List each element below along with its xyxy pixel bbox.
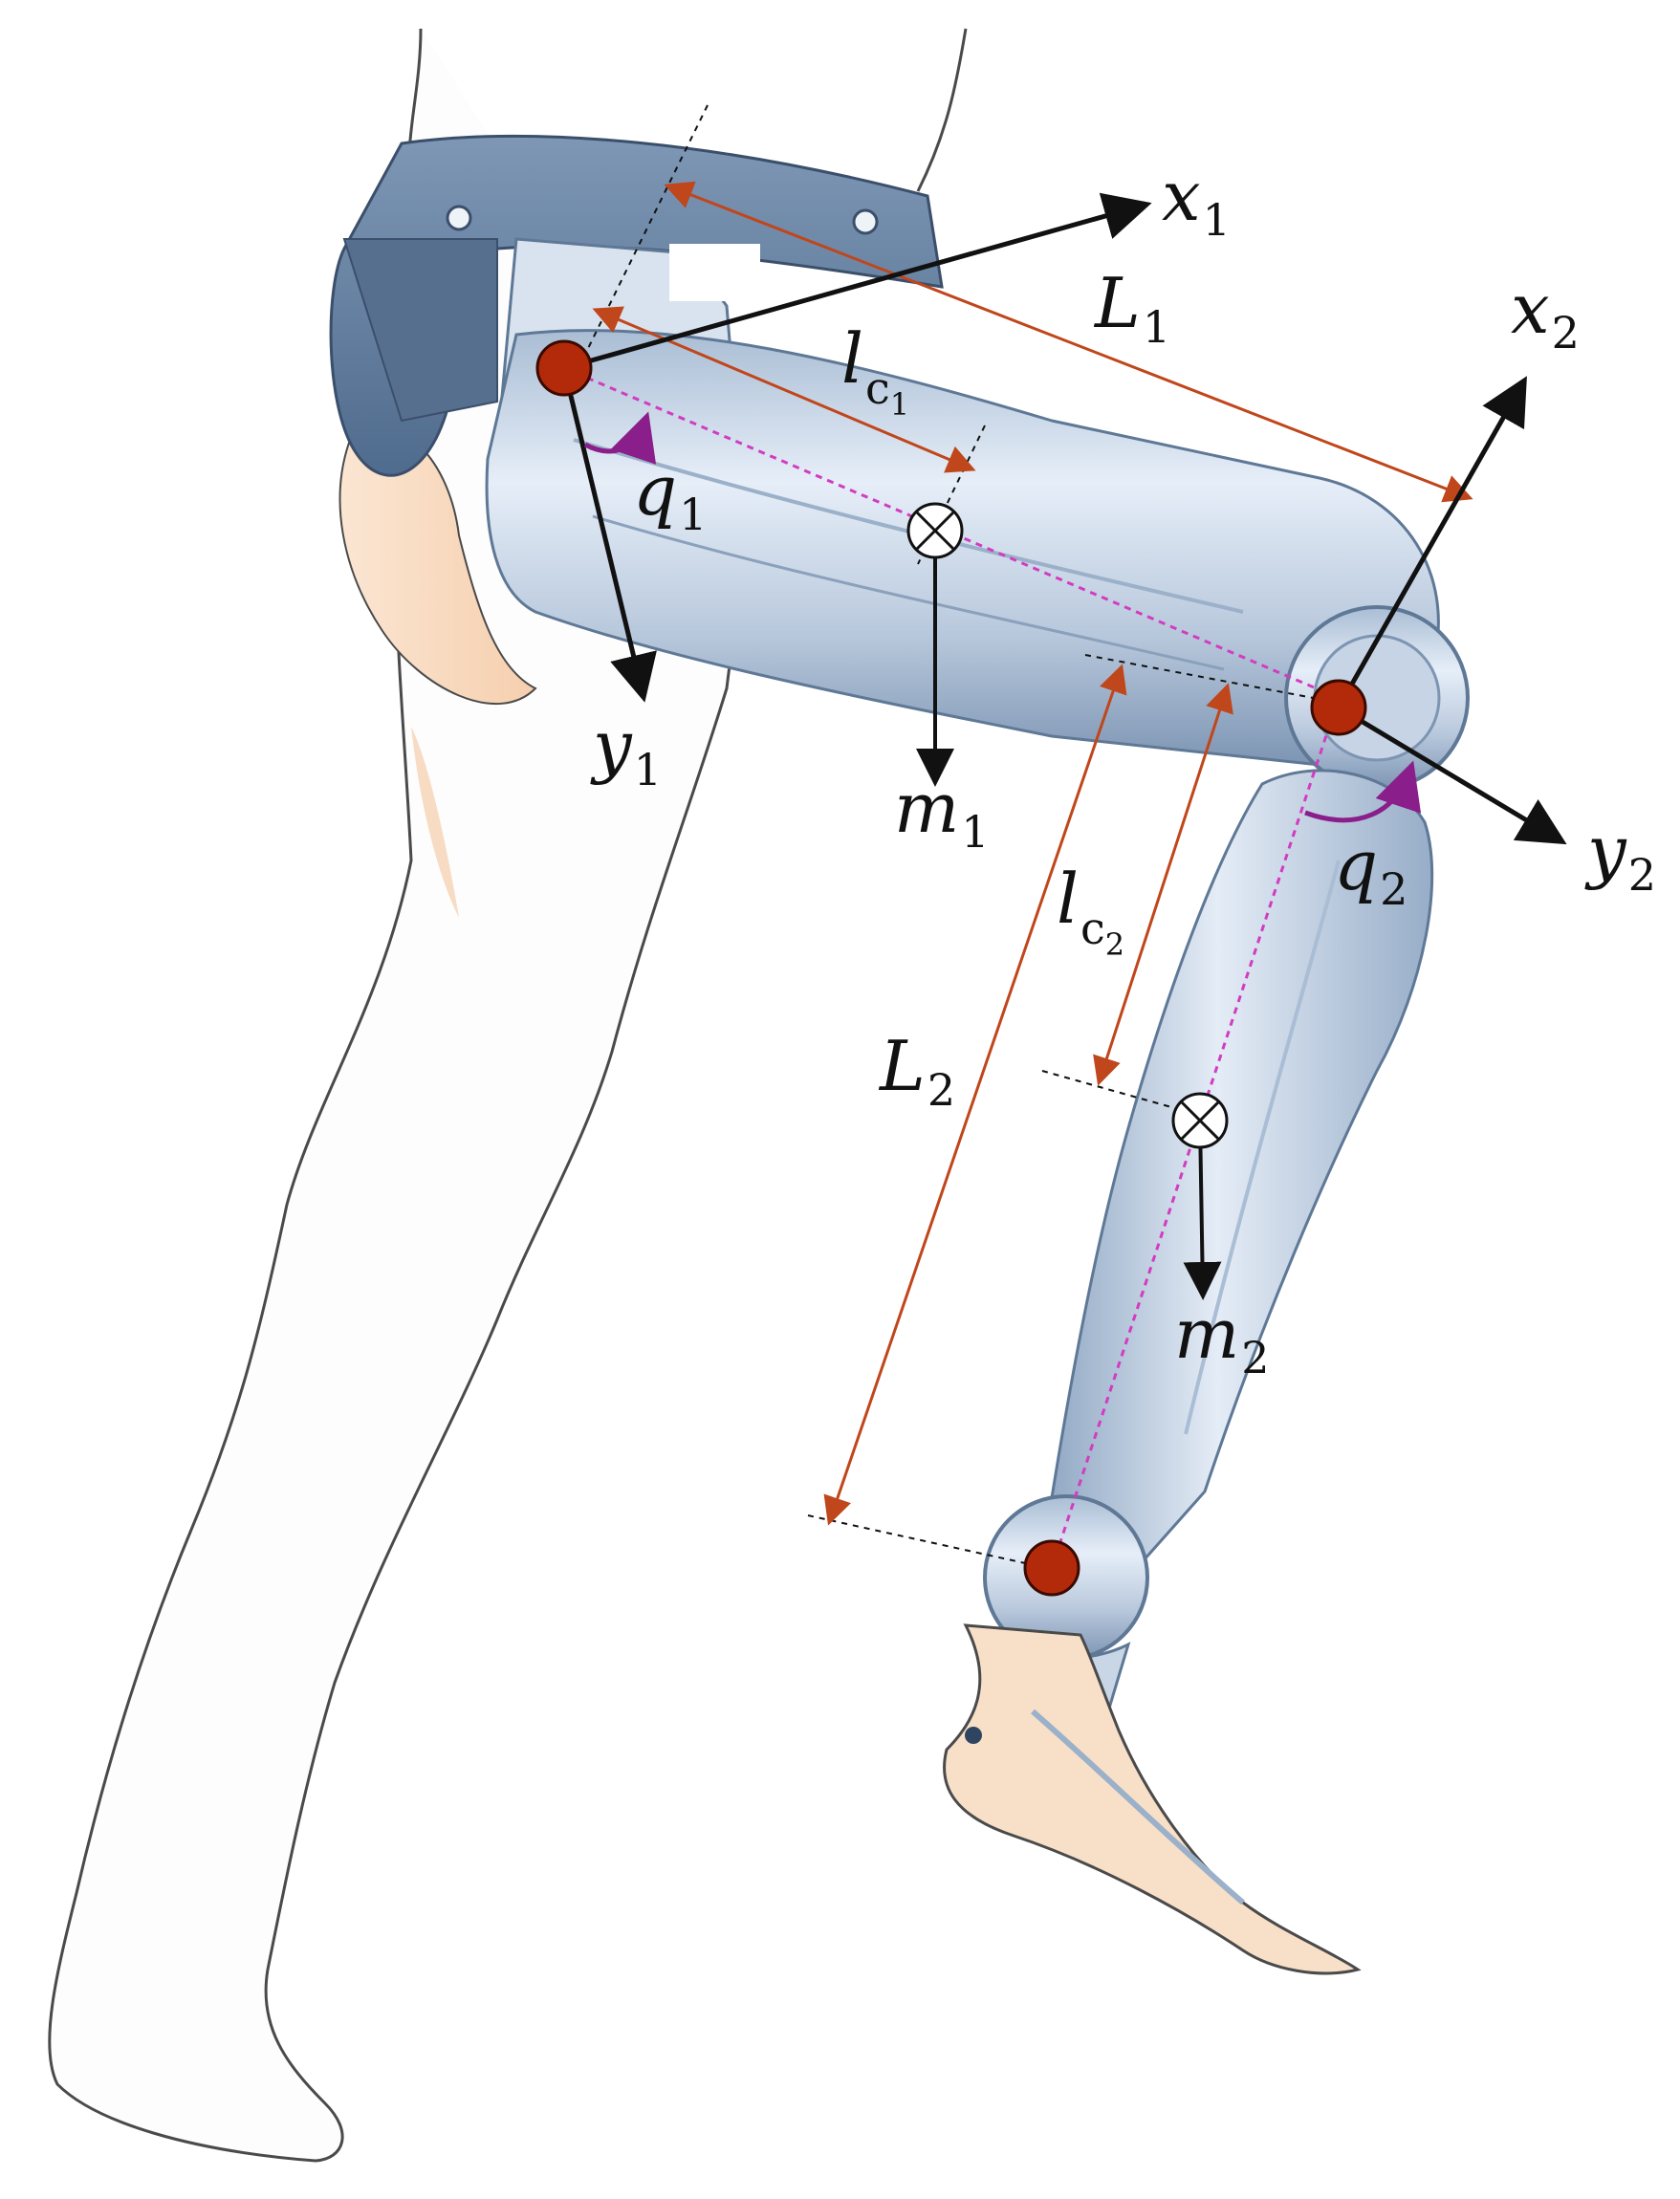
y1-axis-arrow: [561, 367, 657, 703]
foot: [943, 1623, 1362, 1975]
axis-arrows: [561, 192, 1567, 1300]
ankle-joint: [1023, 1539, 1080, 1597]
label-L2: L2: [878, 1026, 955, 1116]
label-L1: L1: [1093, 263, 1170, 353]
label-y1: y1: [590, 706, 662, 795]
y2-axis-arrow: [1337, 705, 1567, 845]
shank-segment: [1040, 769, 1434, 1583]
x2-axis-arrow: [1336, 376, 1527, 709]
label-m1: m1: [894, 768, 990, 858]
hip-joint: [535, 339, 593, 397]
belt-rivet-right: [852, 208, 879, 235]
lc2-dimension: [1093, 683, 1233, 1086]
label-lc1: lc1: [841, 318, 909, 423]
com-shank-marker: [1171, 1092, 1229, 1149]
x1-axis-arrow: [563, 192, 1152, 371]
label-m2: m2: [1174, 1294, 1270, 1383]
belt-rivet-left: [446, 205, 472, 231]
m2-gravity-arrow: [1183, 1120, 1222, 1300]
label-q1: q1: [633, 450, 707, 540]
com-thigh-marker: [906, 502, 964, 559]
q2-angle-arc: [1304, 760, 1422, 823]
dimension-arrows: [592, 181, 1473, 1526]
label-y2: y2: [1584, 811, 1656, 901]
lc1-dimension: [592, 306, 976, 473]
label-x1: x1: [1162, 156, 1231, 246]
knee-joint: [1310, 679, 1367, 736]
L1-dimension: [664, 181, 1473, 503]
label-x2: x2: [1511, 269, 1580, 359]
L2-dimension: [823, 664, 1127, 1526]
label-lc2: lc2: [1057, 859, 1124, 963]
angle-arcs: [583, 411, 1422, 823]
label-q2: q2: [1334, 825, 1407, 915]
center-of-mass-markers: [906, 502, 1229, 1149]
joints: [535, 339, 1367, 1597]
labels: x1 L1 x2 lc1 q1 y1 m1 q2 y2 lc2 L2 m2: [590, 156, 1656, 1383]
q1-angle-arc: [583, 411, 657, 465]
